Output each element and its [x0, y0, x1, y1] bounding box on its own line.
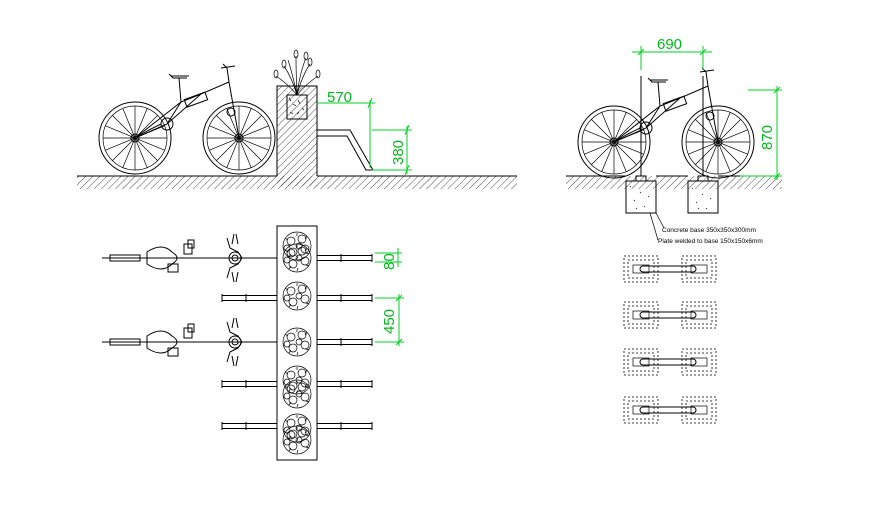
plant-leaves: [273, 49, 321, 96]
left-plan: [101, 225, 373, 461]
note-plate: Plate welded to base 150x150x6mm: [658, 238, 763, 245]
left-elevation: [77, 49, 517, 189]
plan-bike-2: [101, 317, 273, 367]
planter-wall: [277, 86, 317, 186]
elev-bike-right: [577, 67, 755, 179]
dim-planter-offset-label: 570: [327, 89, 352, 106]
footing-pair-4: [623, 396, 717, 424]
footing-pair-3: [623, 348, 717, 376]
elev-bike-left: [98, 63, 276, 175]
rack-loop: [317, 129, 374, 171]
footing-pair-2: [623, 301, 717, 329]
dim-rack-height: 380: [372, 124, 412, 176]
dim-plan-gap-large: 450: [375, 294, 404, 346]
dim-bike-height-label: 870: [759, 125, 776, 150]
right-plan: [623, 255, 717, 424]
dim-bike-height: 870: [740, 86, 782, 180]
right-elevation: Concrete base 350x350x300mm Plate welded…: [566, 67, 782, 245]
dim-bike-width: 690: [632, 36, 712, 70]
dim-plan-gap-small: 80: [375, 248, 402, 270]
dim-bike-width-label: 690: [657, 36, 682, 53]
dim-planter-offset: 570: [317, 89, 375, 168]
plan-bike-1: [101, 233, 273, 283]
footing-pair-1: [623, 255, 717, 283]
dim-rack-height-label: 380: [390, 140, 407, 165]
dim-plan-gap-small-label: 80: [381, 253, 398, 270]
note-concrete-base: Concrete base 350x350x300mm: [662, 227, 756, 234]
dim-plan-gap-large-label: 450: [381, 309, 398, 334]
